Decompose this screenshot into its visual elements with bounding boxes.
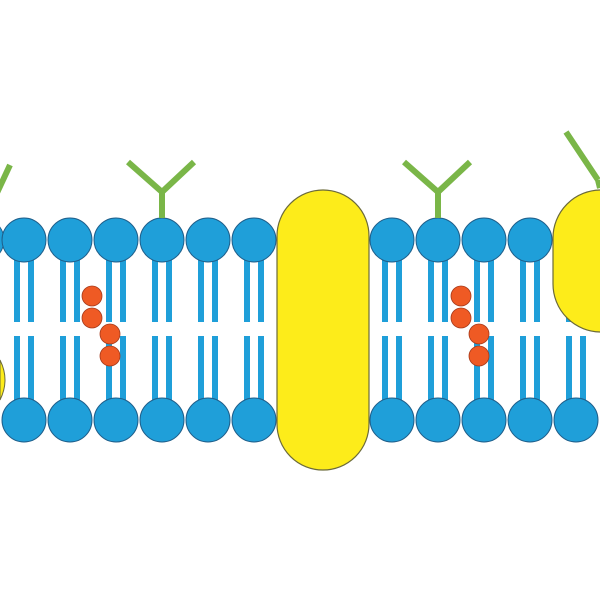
glycan-chain — [402, 159, 473, 218]
lipid-tail — [474, 336, 480, 408]
partial-protein — [0, 359, 6, 401]
lipid-tail — [28, 336, 34, 408]
glycan-branch — [126, 159, 197, 218]
lipid-tail — [580, 336, 586, 408]
lipid-tail — [396, 336, 402, 408]
cholesterol-molecule — [81, 307, 103, 329]
phospholipid-head — [507, 397, 553, 443]
lipid-tail — [442, 336, 448, 408]
phospholipid-head — [461, 397, 507, 443]
lipid-tail — [534, 336, 540, 408]
phospholipid-head — [507, 217, 553, 263]
phospholipid-head — [47, 397, 93, 443]
phospholipid-head — [415, 397, 461, 443]
glycan-chain — [126, 159, 197, 218]
lipid-tail — [74, 252, 80, 322]
lipid-tail — [152, 336, 158, 408]
cholesterol-cluster — [450, 285, 490, 367]
phospholipid-heads-group — [0, 217, 599, 443]
lipid-tail — [212, 336, 218, 408]
glycan-branch — [402, 159, 473, 218]
cholesterol-molecule — [450, 307, 472, 329]
cholesterol-cluster — [81, 285, 121, 367]
phospholipid-head — [185, 397, 231, 443]
lipid-tail — [428, 252, 434, 322]
lipid-tail — [488, 336, 494, 408]
lipid-tail — [488, 252, 494, 322]
lipid-tail — [520, 252, 526, 322]
phospholipid-head — [231, 217, 277, 263]
cholesterol-molecule — [450, 285, 472, 307]
phospholipid-head — [369, 397, 415, 443]
glycan-branch — [563, 130, 600, 189]
lipid-tail — [428, 336, 434, 408]
integral-proteins-group — [0, 189, 600, 471]
lipid-tail — [212, 252, 218, 322]
lipid-tail — [520, 336, 526, 408]
lipid-tail — [258, 252, 264, 322]
phospholipid-head — [231, 397, 277, 443]
cholesterol-molecule — [468, 323, 490, 345]
lipid-tail — [14, 336, 20, 408]
phospholipid-head — [461, 217, 507, 263]
lipid-tail — [60, 252, 66, 322]
lipid-tail — [474, 252, 480, 322]
cholesterol-molecule — [99, 323, 121, 345]
phospholipid-head — [139, 397, 185, 443]
phospholipid-head — [369, 217, 415, 263]
lipid-tail — [244, 336, 250, 408]
phospholipid-head — [185, 217, 231, 263]
phospholipid-head — [415, 217, 461, 263]
glycan-branch — [0, 163, 13, 194]
lipid-tail — [198, 252, 204, 322]
lipid-tail — [566, 336, 572, 408]
lipid-tail — [28, 252, 34, 322]
lipid-tail — [166, 252, 172, 322]
phospholipid-head — [93, 397, 139, 443]
phospholipid-head — [1, 397, 47, 443]
lipid-tail — [382, 336, 388, 408]
lipid-tail — [106, 336, 112, 408]
lipid-tail — [166, 336, 172, 408]
integral-protein — [276, 189, 370, 471]
glycan-chains-group — [0, 130, 600, 218]
phospholipid-head — [1, 217, 47, 263]
lipid-tail — [244, 252, 250, 322]
phospholipid-head — [47, 217, 93, 263]
lipid-tail — [258, 336, 264, 408]
lipid-tail — [106, 252, 112, 322]
lipid-tail — [14, 252, 20, 322]
phospholipid-head — [553, 397, 599, 443]
lipid-tail — [396, 252, 402, 322]
phospholipid-head — [93, 217, 139, 263]
cholesterol-molecule — [99, 345, 121, 367]
cholesterol-molecule — [81, 285, 103, 307]
phospholipid-head — [139, 217, 185, 263]
peripheral-protein — [552, 189, 600, 333]
lipid-tail — [120, 252, 126, 322]
lipid-tail — [60, 336, 66, 408]
lipid-tail — [382, 252, 388, 322]
cholesterol-group — [81, 285, 490, 367]
lipid-tail — [120, 336, 126, 408]
lipid-tail — [442, 252, 448, 322]
cholesterol-molecule — [468, 345, 490, 367]
lipid-tail — [152, 252, 158, 322]
lipid-tail — [198, 336, 204, 408]
lipid-tail — [534, 252, 540, 322]
lipid-tail — [74, 336, 80, 408]
